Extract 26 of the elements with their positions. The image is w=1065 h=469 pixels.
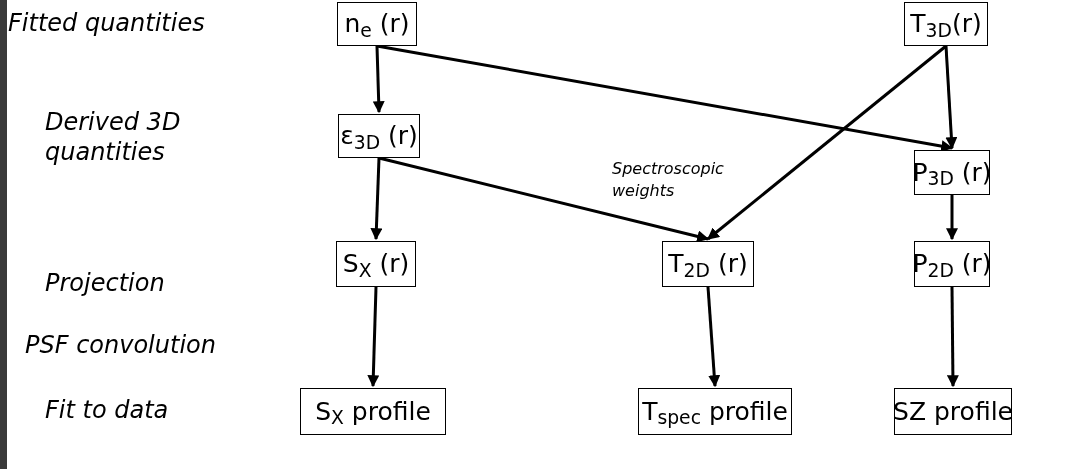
quantity-box: P$_{2D}$ (r) (914, 241, 990, 287)
arrow (370, 157, 383, 241)
quantity-box: SZ profile (894, 388, 1012, 435)
arrow (946, 195, 958, 241)
row-label: Fit to data (45, 395, 169, 425)
quantity-box: S$_{X}$ profile (300, 388, 446, 435)
row-label: Projection (45, 268, 165, 298)
quantity-box: S$_{X}$ (r) (336, 241, 416, 287)
quantity-box: ε$_{3D}$ (r) (338, 114, 420, 158)
quantity-box: T$_{2D}$ (r) (662, 241, 754, 287)
quantity-box: P$_{3D}$ (r) (914, 150, 990, 195)
quantity-box: T$_{3D}$(r) (904, 2, 988, 46)
arrow (707, 44, 947, 241)
arrow (946, 287, 959, 388)
arrow (367, 286, 380, 388)
row-label: Derived 3D quantities (45, 107, 182, 167)
arrow (944, 45, 958, 150)
quantity-box: n$_{e}$ (r) (337, 2, 417, 46)
row-label: Fitted quantities (8, 8, 205, 38)
arrow (372, 45, 385, 114)
arrow (378, 156, 710, 243)
edge-label: Spectroscopic weights (612, 158, 725, 202)
arrow (706, 286, 721, 388)
arrow (376, 44, 954, 152)
quantity-box: T$_{spec}$ profile (638, 388, 792, 435)
row-label: PSF convolution (25, 330, 216, 360)
